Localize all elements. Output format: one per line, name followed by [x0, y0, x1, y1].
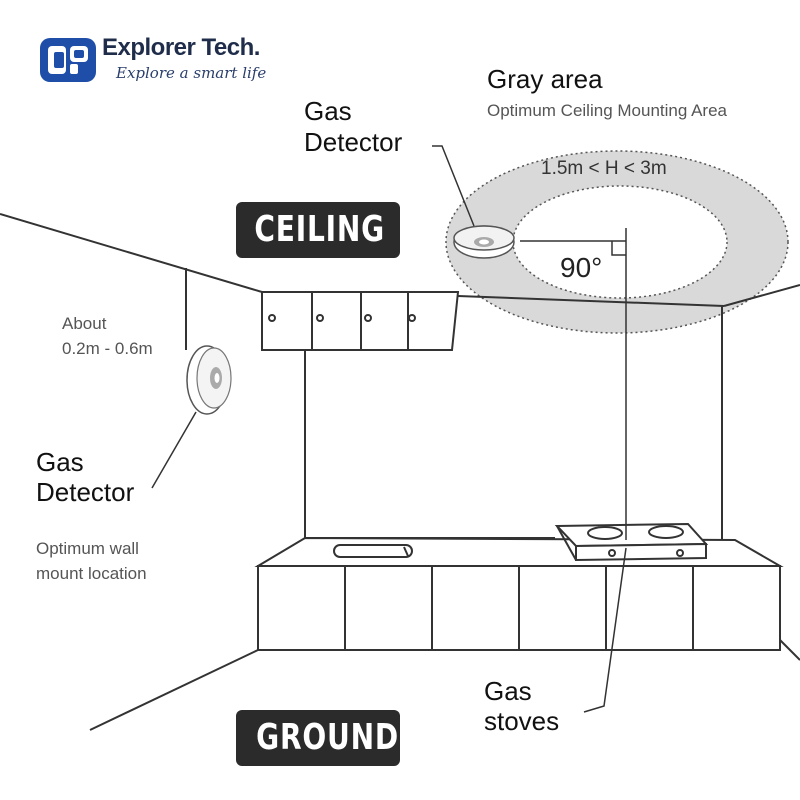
brand-tagline: Explore a smart life: [116, 64, 267, 82]
ceiling-detector-label-line2: Detector: [304, 127, 403, 157]
ceiling-badge: CEILING: [236, 202, 400, 258]
ceiling-label: CEILING: [254, 209, 386, 250]
stoves-label-line1: Gas: [484, 676, 532, 706]
gray-mounting-area: [445, 150, 789, 334]
ground-label: GROUND: [256, 717, 399, 758]
height-range-label: 1.5m < H < 3m: [541, 158, 667, 179]
wall-cabinets: [261, 291, 460, 351]
height-measure: [520, 228, 627, 540]
angle-label: 90°: [560, 252, 603, 283]
wall-detector-label-line2: Detector: [36, 477, 135, 507]
gas-stove: [554, 522, 709, 562]
wall-gas-detector-icon: [186, 345, 232, 415]
ceiling-detector-label-line1: Gas: [304, 96, 352, 126]
distance-label-line2: 0.2m - 0.6m: [62, 339, 153, 358]
gray-area-subtitle: Optimum Ceiling Mounting Area: [487, 101, 728, 120]
wall-note-line2: mount location: [36, 564, 147, 583]
stoves-label-line2: stoves: [484, 706, 560, 736]
ceiling-gas-detector-icon: [453, 225, 515, 259]
leader-lines: [151, 145, 627, 713]
wall-detector-label-line1: Gas: [36, 447, 84, 477]
gray-area-title: Gray area: [487, 64, 603, 94]
brand-name: Explorer Tech.: [102, 34, 260, 61]
wall-note-line1: Optimum wall: [36, 539, 139, 558]
explorer-tech-logo-icon: [40, 38, 96, 82]
distance-label-line1: About: [62, 314, 107, 333]
sink: [333, 544, 413, 558]
ground-badge: GROUND: [236, 710, 400, 766]
